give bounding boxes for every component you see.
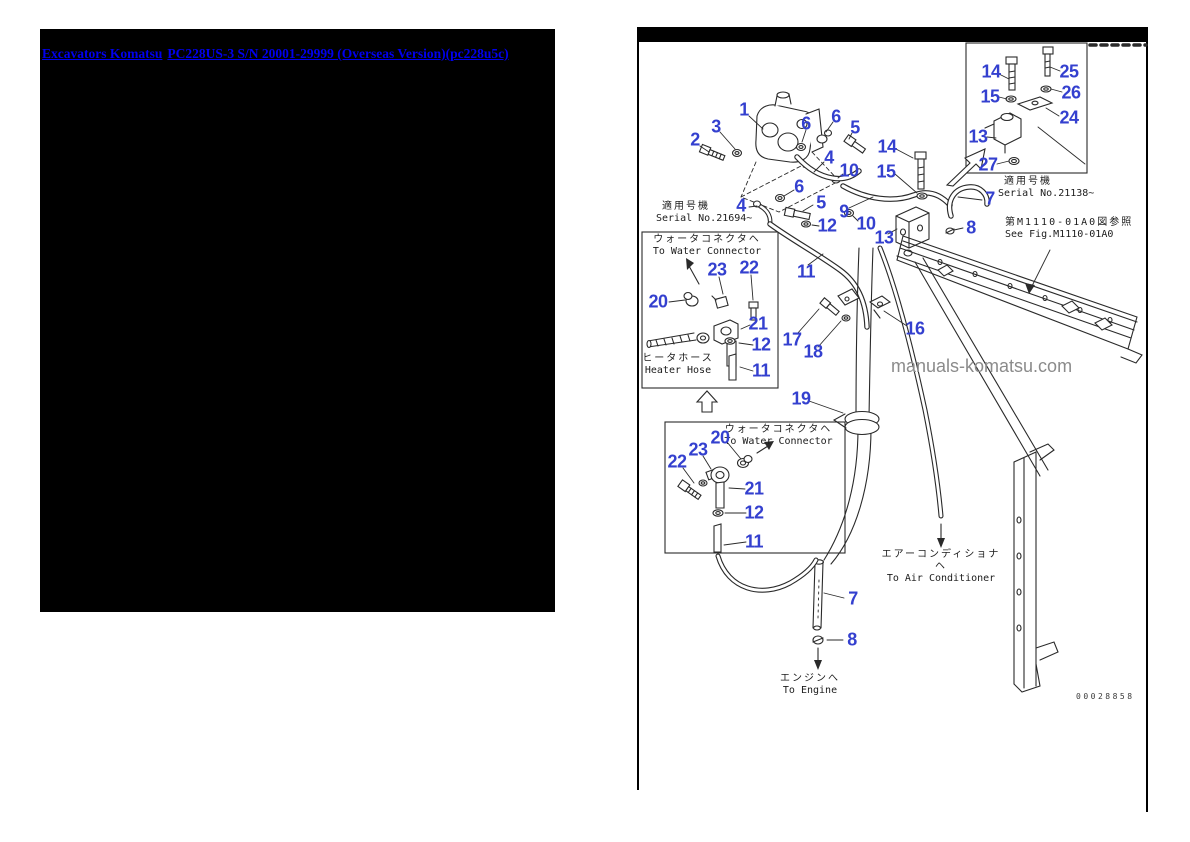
- note-air-conditioner-en: To Air Conditioner: [886, 573, 996, 584]
- note-air-conditioner-jp: エアーコンディショナヘ: [881, 549, 1001, 572]
- breadcrumb-link-excavators[interactable]: Excavators Komatsu: [42, 46, 163, 61]
- note-serial-21138-jp: 適用号機: [1004, 176, 1052, 187]
- note-heater-hose-en: Heater Hose: [644, 365, 712, 376]
- panel-top-bar: [637, 27, 1148, 42]
- note-engine-jp: エンジンへ: [780, 673, 840, 684]
- note-air-conditioner: エアーコンディショナヘ To Air Conditioner: [876, 549, 1006, 585]
- note-heater-hose-jp: ヒータホース: [642, 353, 714, 364]
- note-water-connector-2-jp: ウォータコネクタヘ: [724, 424, 833, 435]
- note-serial-21138: 適用号機 Serial No.21138~: [998, 176, 1118, 200]
- note-engine-en: To Engine: [782, 685, 838, 696]
- note-see-fig-en: See Fig.M1110-01A0: [1005, 229, 1114, 240]
- note-water-connector-1-en: To Water Connector: [652, 246, 762, 257]
- note-water-connector-1-jp: ウォータコネクタヘ: [653, 234, 761, 245]
- panel-left-border: [637, 27, 639, 790]
- note-engine: エンジンへ To Engine: [772, 673, 848, 697]
- note-see-fig-jp: 第M1110-01A0図参照: [1005, 217, 1134, 228]
- note-serial-21138-en: Serial No.21138~: [998, 188, 1095, 199]
- watermark: manuals-komatsu.com: [891, 356, 1073, 376]
- note-water-connector-1: ウォータコネクタヘ To Water Connector: [644, 234, 770, 258]
- note-serial-21694-jp: 適用号機: [662, 201, 710, 212]
- breadcrumb: Excavators Komatsu PC228US-3 S/N 20001-29…: [42, 46, 514, 62]
- note-serial-21694: 適用号機 Serial No.21694~: [656, 201, 776, 225]
- note-water-connector-2: ウォータコネクタヘ To Water Connector: [712, 424, 845, 448]
- panel-right-border: [1146, 27, 1148, 812]
- note-see-fig: 第M1110-01A0図参照 See Fig.M1110-01A0: [1005, 217, 1135, 241]
- note-heater-hose: ヒータホース Heater Hose: [638, 353, 718, 377]
- note-water-connector-2-en: To Water Connector: [724, 436, 833, 447]
- figure-number: 00028858: [1076, 692, 1135, 701]
- note-serial-21694-en: Serial No.21694~: [656, 213, 753, 224]
- redacted-black-box: [40, 29, 555, 612]
- breadcrumb-link-model[interactable]: PC228US-3 S/N 20001-29999 (Overseas Vers…: [167, 46, 509, 61]
